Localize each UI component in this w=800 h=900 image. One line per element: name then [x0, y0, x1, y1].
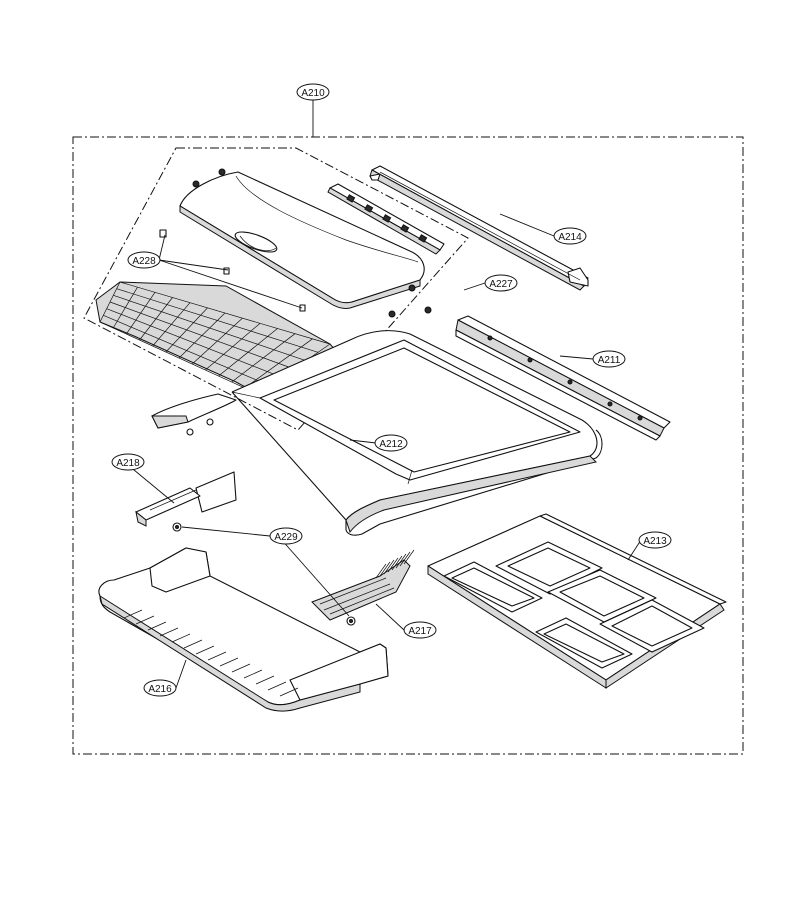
part-a214-rail — [369, 165, 589, 291]
part-a229-washers — [172, 522, 356, 626]
callout-a212: A212 — [374, 434, 408, 452]
part-a212-top-frame — [231, 330, 603, 536]
callout-a214: A214 — [553, 227, 587, 245]
leader-lines — [127, 100, 642, 689]
callout-label-a212: A212 — [379, 439, 403, 450]
part-top-cover-lid — [159, 168, 432, 318]
assembly-boundary-a210 — [72, 136, 744, 755]
part-a213-base-plate — [427, 513, 727, 689]
callout-a211: A211 — [592, 350, 626, 368]
callout-a217: A217 — [403, 621, 437, 639]
callout-a210: A210 — [296, 83, 330, 101]
part-a217-louver — [311, 549, 415, 621]
callout-label-a211: A211 — [598, 355, 621, 366]
callout-label-a210: A210 — [301, 88, 325, 99]
callout-a227: A227 — [484, 274, 518, 292]
callout-label-a217: A217 — [408, 626, 432, 637]
callout-label-a213: A213 — [643, 536, 667, 547]
callout-label-a214: A214 — [558, 232, 582, 243]
callout-label-a227: A227 — [489, 279, 513, 290]
part-front-trim-strip — [151, 393, 237, 436]
callout-label-a218: A218 — [116, 458, 140, 469]
callout-label-a229: A229 — [274, 532, 298, 543]
part-a211-side-bracket — [455, 315, 671, 441]
callout-a229: A229 — [269, 527, 303, 545]
callout-a216: A216 — [143, 679, 177, 697]
part-clip-strip — [327, 183, 445, 255]
part-a216-bottom-tray — [98, 547, 389, 712]
callout-a228: A228 — [127, 251, 161, 269]
callout-label-a216: A216 — [148, 684, 172, 695]
callout-a218: A218 — [111, 453, 145, 471]
part-a218-bracket — [135, 471, 237, 527]
callout-label-a228: A228 — [132, 256, 156, 267]
callout-a213: A213 — [638, 531, 672, 549]
